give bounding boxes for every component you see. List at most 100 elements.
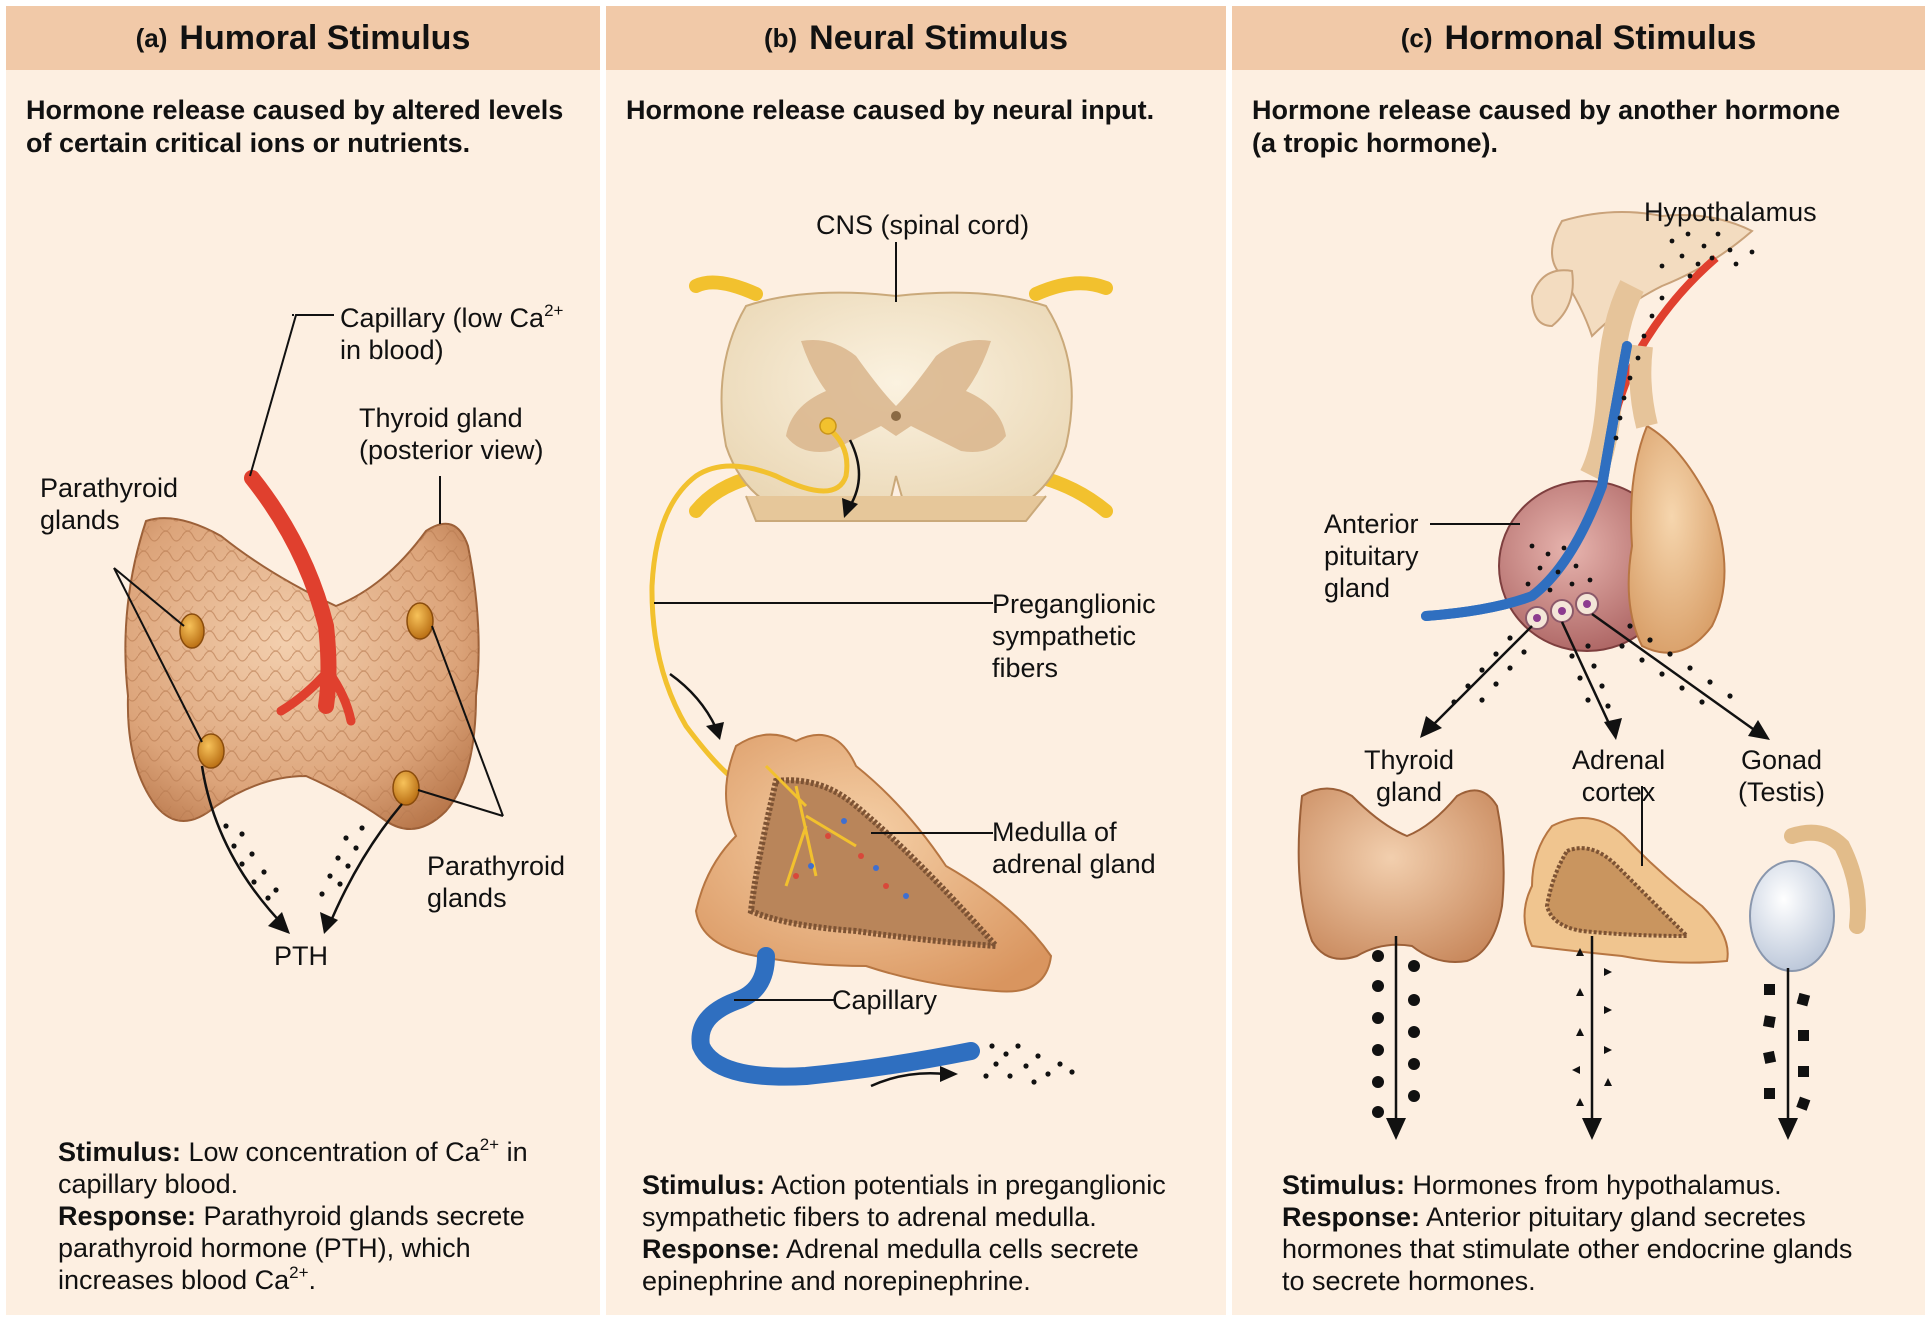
panel-title: Hormonal Stimulus: [1444, 18, 1757, 57]
label-sup: 2+: [544, 301, 564, 320]
panel-title: Humoral Stimulus: [179, 18, 471, 57]
tropic-output-dots: [1451, 623, 1733, 709]
info-text: capillary blood.: [58, 1169, 239, 1199]
label-text: glands: [427, 883, 507, 913]
adrenal-medulla: [747, 777, 1004, 950]
neural-illustration: [649, 242, 1113, 1088]
label-text: Adrenal: [1572, 745, 1666, 775]
info-text: Parathyroid glands secrete: [196, 1201, 525, 1231]
label-text: gland: [1375, 777, 1443, 807]
gonad-hormone-squares: [1763, 984, 1811, 1111]
label-preganglionic-fibers: Preganglionic sympathetic fibers: [992, 588, 1156, 684]
info-text: epinephrine and norepinephrine.: [642, 1266, 1031, 1296]
parathyroid-gland: [392, 770, 420, 806]
stimulus-response-text: Stimulus: Action potentials in pregangli…: [642, 1169, 1166, 1297]
label-thyroid-gland: Thyroid gland (posterior view): [359, 402, 544, 466]
parathyroid-gland: [197, 733, 225, 769]
panel-letter: (c): [1400, 22, 1433, 53]
label-text: Gonad: [1740, 745, 1823, 775]
label-text: Thyroid gland: [359, 403, 523, 433]
response-label: Response:: [642, 1234, 781, 1264]
parathyroid-gland: [406, 602, 434, 640]
panel-letter: (b): [763, 22, 798, 53]
label-text: (Testis): [1738, 777, 1825, 807]
panel-neural: (b) Neural Stimulus Hormone release caus…: [606, 6, 1226, 1315]
info-text: Adrenal medulla cells secrete: [780, 1234, 1139, 1264]
panel-subtitle: Hormone release caused by another hormon…: [1252, 94, 1915, 160]
label-cns: CNS (spinal cord): [816, 210, 1030, 240]
label-text: Preganglionic: [992, 589, 1156, 619]
label-text: pituitary: [1324, 541, 1419, 571]
panel-header: (a) Humoral Stimulus: [6, 6, 600, 70]
stimulus-response-text: Stimulus: Hormones from hypothalamus. Re…: [1282, 1169, 1852, 1297]
tropic-hormone-dots: [1525, 231, 1755, 593]
info-text: parathyroid hormone (PTH), which: [58, 1233, 471, 1263]
label-parathyroid-right: Parathyroid glands: [427, 850, 565, 914]
label-text: Parathyroid: [40, 473, 179, 503]
parathyroid-gland: [179, 613, 205, 649]
label-text: in blood): [340, 335, 444, 365]
humoral-illustration: [113, 314, 504, 934]
panel-letter: (a): [135, 22, 168, 53]
label-text: adrenal gland: [992, 849, 1156, 879]
label-text: Anterior: [1324, 509, 1419, 539]
subtitle-line: (a tropic hormone).: [1252, 128, 1499, 158]
label-text: Thyroid: [1364, 745, 1455, 775]
label-capillary: Capillary (low Ca2+ in blood): [340, 302, 563, 366]
label-text: fibers: [992, 653, 1059, 683]
info-text: increases blood Ca: [58, 1265, 290, 1295]
info-text: Anterior pituitary gland secretes: [1420, 1202, 1806, 1232]
info-text: Action potentials in preganglionic: [765, 1170, 1166, 1200]
label-text: Capillary (low Ca: [340, 303, 545, 333]
label-gonad: Gonad (Testis): [1738, 744, 1825, 808]
stimulus-label: Stimulus:: [1282, 1170, 1406, 1200]
label-text: Parathyroid: [427, 851, 566, 881]
hormonal-illustration: [1297, 211, 1866, 1140]
label-text: (posterior view): [359, 435, 544, 465]
label-pth: PTH: [274, 941, 328, 971]
posterior-pituitary: [1627, 424, 1726, 654]
target-testis: [1749, 860, 1835, 972]
response-label: Response:: [1282, 1202, 1421, 1232]
panel-hormonal: (c) Hormonal Stimulus Hormone release ca…: [1232, 6, 1925, 1315]
info-sup: 2+: [289, 1263, 309, 1282]
stimulus-label: Stimulus:: [642, 1170, 766, 1200]
target-thyroid: [1297, 787, 1505, 963]
subtitle-line: of certain critical ions or nutrients.: [26, 128, 471, 158]
label-text: gland: [1324, 573, 1391, 603]
panel-title: Neural Stimulus: [809, 18, 1069, 57]
label-adrenal-cortex: Adrenal cortex: [1572, 744, 1665, 808]
stimulus-response-text: Stimulus: Low concentration of Ca2+ in c…: [58, 1136, 528, 1296]
info-text: Low concentration of Ca: [181, 1137, 480, 1167]
subtitle-line: Hormone release caused by neural input.: [626, 95, 1155, 125]
label-capillary: Capillary: [832, 985, 938, 1015]
panel-subtitle: Hormone release caused by neural input.: [626, 94, 1216, 127]
label-text: sympathetic: [992, 621, 1137, 651]
preganglionic-fiber: [649, 426, 850, 783]
stimulus-label: Stimulus:: [58, 1137, 182, 1167]
subtitle-line: Hormone release caused by altered levels: [26, 95, 564, 125]
info-text: hormones that stimulate other endocrine …: [1282, 1234, 1853, 1264]
label-text: glands: [40, 505, 120, 535]
panel-header: (b) Neural Stimulus: [606, 6, 1226, 70]
info-text: to secrete hormones.: [1282, 1266, 1536, 1296]
subtitle-line: Hormone release caused by another hormon…: [1252, 95, 1841, 125]
label-medulla: Medulla of adrenal gland: [992, 816, 1156, 880]
response-label: Response:: [58, 1201, 197, 1231]
panel-header: (c) Hormonal Stimulus: [1232, 6, 1925, 70]
adrenal-hormone-triangles: [1572, 948, 1612, 1106]
label-text: cortex: [1581, 777, 1656, 807]
info-text: Hormones from hypothalamus.: [1405, 1170, 1782, 1200]
info-text: in: [499, 1137, 528, 1167]
hormone-dots: [983, 1043, 1075, 1085]
panel-subtitle: Hormone release caused by altered levels…: [26, 94, 590, 160]
info-text: sympathetic fibers to adrenal medulla.: [642, 1202, 1097, 1232]
info-sup: 2+: [479, 1135, 500, 1154]
label-parathyroid-left: Parathyroid glands: [40, 472, 178, 536]
panel-humoral: (a) Humoral Stimulus Hormone release cau…: [6, 6, 600, 1315]
info-text: .: [308, 1265, 317, 1295]
label-text: Medulla of: [992, 817, 1117, 847]
pth-dots: [223, 823, 365, 901]
label-anterior-pituitary: Anterior pituitary gland: [1324, 508, 1419, 604]
